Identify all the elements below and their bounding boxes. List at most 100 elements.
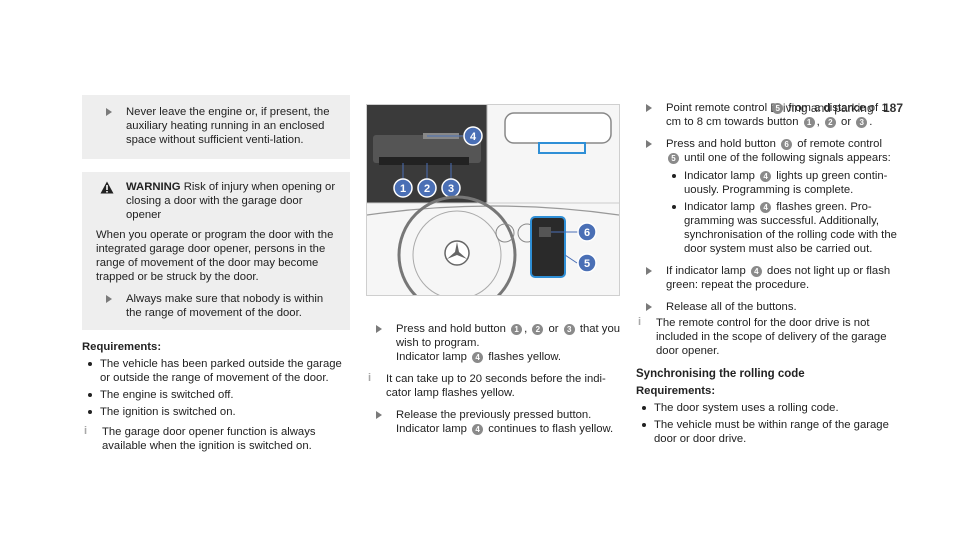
arrow-right-icon	[106, 108, 112, 116]
bullet-icon	[672, 205, 676, 209]
console-panel	[373, 135, 481, 163]
text-fragment: Press and hold button	[666, 138, 776, 150]
badge-1: 1	[511, 324, 523, 335]
callout-3-label: 3	[448, 183, 454, 195]
list-item: Indicator lamp 4 flashes green. Pro-gram…	[666, 200, 898, 256]
section-title: Driving and parking	[770, 101, 874, 115]
step-text: Press and hold button 1, 2 or 3 that you…	[396, 322, 620, 364]
text-fragment: If indicator lamp	[666, 265, 746, 277]
callout-5	[577, 253, 597, 273]
column-left: Never leave the engine or, if present, t…	[82, 95, 350, 453]
instruction-step: If indicator lamp 4 does not light up or…	[636, 264, 898, 292]
warning-title: WARNING	[126, 181, 181, 193]
step-text: Always make sure that nobody is within t…	[126, 293, 324, 319]
column-right: Point remote control 5 from a distance o…	[636, 101, 898, 449]
warning-box: WARNING Risk of injury when opening or c…	[82, 172, 350, 330]
instruction-step: Never leave the engine or, if present, t…	[96, 105, 338, 147]
info-note: i It can take up to 20 seconds before th…	[366, 372, 620, 400]
badge-4: 4	[750, 266, 762, 277]
list-item-text: The door system uses a rolling code.	[654, 402, 839, 414]
dashboard-svg: 4 1 2 3 6 5	[366, 105, 620, 315]
arrow-right-icon	[376, 325, 382, 333]
info-note-icon: i	[638, 316, 642, 328]
bullet-icon	[642, 423, 646, 427]
arrow-right-icon	[646, 267, 652, 275]
remote-button	[539, 227, 551, 237]
warning-body: When you operate or program the door wit…	[96, 229, 334, 283]
list-item-text: Indicator lamp 4 flashes green. Pro-gram…	[684, 200, 898, 256]
text-fragment: Press and hold button	[396, 323, 506, 335]
warning-step: Always make sure that nobody is within t…	[96, 292, 338, 320]
list-item: The ignition is switched on.	[82, 405, 350, 419]
text-fragment: Indicator lamp	[396, 351, 467, 363]
column-middle: Press and hold button 1, 2 or 3 that you…	[366, 322, 620, 444]
instruction-step: Release all of the buttons.	[636, 300, 898, 314]
page-header: Driving and parking 187	[770, 101, 903, 115]
text-fragment: Indicator lamp	[684, 201, 755, 213]
bullet-icon	[642, 406, 646, 410]
requirements-label: Requirements:	[636, 385, 716, 397]
badge-1: 1	[803, 117, 815, 128]
instruction-step: Point remote control 5 from a distance o…	[636, 101, 898, 129]
text-fragment: flashes green. Pro-gramming was successf…	[684, 201, 897, 255]
warning-title-line: WARNING Risk of injury when opening or c…	[126, 180, 338, 222]
badge-4: 4	[760, 171, 772, 182]
info-note: i The garage door opener function is alw…	[82, 425, 350, 453]
instruction-step: Press and hold button 1, 2 or 3 that you…	[366, 322, 620, 364]
badge-4: 4	[472, 352, 484, 363]
list-item-text: Indicator lamp 4 lights up green contin-…	[684, 169, 898, 197]
list-item: The vehicle must be within range of the …	[636, 418, 898, 446]
badge-6: 6	[781, 139, 793, 150]
step-text: If indicator lamp 4 does not light up or…	[666, 264, 898, 292]
arrow-right-icon	[646, 104, 652, 112]
info-note-icon: i	[368, 372, 372, 384]
list-item: Indicator lamp 4 lights up green contin-…	[666, 169, 898, 197]
page-number: 187	[882, 101, 903, 115]
badge-2: 2	[532, 324, 544, 335]
button-strip	[379, 157, 469, 165]
callout-6	[577, 222, 597, 242]
step-text: Release the previously pressed button. I…	[396, 408, 613, 436]
badge-3: 3	[856, 117, 868, 128]
bullet-icon	[672, 174, 676, 178]
note-text: It can take up to 20 seconds before the …	[386, 373, 606, 399]
callout-1-label: 1	[400, 183, 406, 195]
step-text: Never leave the engine or, if present, t…	[126, 106, 330, 146]
text-fragment: flashes yellow.	[488, 351, 562, 363]
arrow-right-icon	[646, 303, 652, 311]
badge-5: 5	[668, 153, 679, 164]
warning-title-text: Risk of injury when opening or closing a…	[126, 181, 336, 221]
list-item: The engine is switched off.	[82, 388, 350, 402]
text-fragment: does not light up or flash green: repeat…	[666, 265, 891, 291]
text-fragment: from a distance of 1 cm to 8 cm towards …	[666, 102, 888, 128]
text-fragment: of remote control	[797, 138, 882, 150]
bullet-icon	[88, 410, 92, 414]
callout-4-label: 4	[470, 131, 477, 143]
instruction-step: Release the previously pressed button. I…	[366, 408, 620, 436]
note-text: The garage door opener function is alway…	[102, 426, 316, 452]
dashboard-illustration: 4 1 2 3 6 5	[366, 104, 620, 315]
bullet-icon	[88, 393, 92, 397]
step-box: Never leave the engine or, if present, t…	[82, 95, 350, 159]
text-fragment: ,	[524, 323, 528, 335]
callout-2	[417, 178, 437, 198]
callout-2-label: 2	[424, 183, 430, 195]
instruction-step: Press and hold button 6 of remote contro…	[636, 137, 898, 165]
list-item: The door system uses a rolling code.	[636, 401, 898, 415]
callout-4	[463, 126, 483, 146]
text-fragment: Indicator lamp	[684, 170, 755, 182]
warning-triangle-icon	[100, 181, 114, 194]
text-fragment: Release the previously pressed button.	[396, 409, 592, 421]
text-fragment: continues to flash yellow.	[488, 423, 614, 435]
dashboard-line	[366, 205, 620, 216]
requirements-label: Requirements:	[82, 341, 162, 353]
badge-5: 5	[772, 103, 784, 114]
callout-6-label: 6	[584, 227, 590, 239]
text-fragment: that you wish to program.	[396, 323, 621, 349]
text-fragment: or	[841, 116, 852, 128]
arrow-right-icon	[106, 295, 112, 303]
list-item-text: The vehicle must be within range of the …	[654, 419, 889, 445]
step-text: Release all of the buttons.	[666, 301, 797, 313]
section-heading: Synchronising the rolling code	[636, 368, 805, 380]
info-note-icon: i	[84, 425, 88, 437]
